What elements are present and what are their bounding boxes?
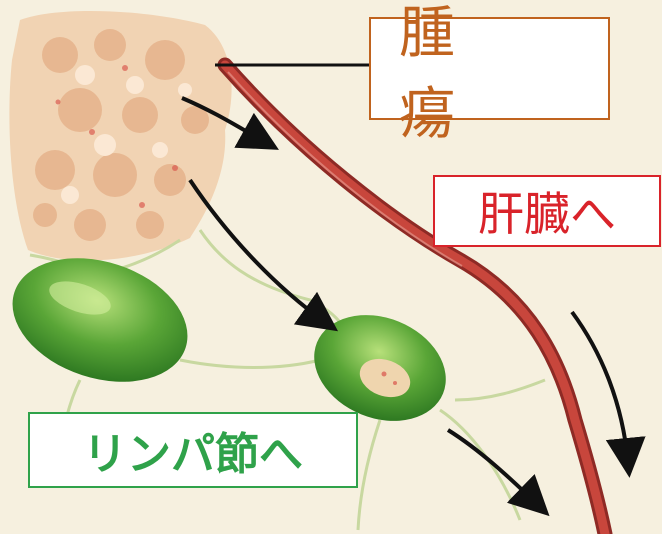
lymph-node-label: リンパ節へ <box>83 429 303 480</box>
liver-label-box: 肝臓へ <box>433 175 661 247</box>
arrow-lymph-node-onward <box>446 428 550 517</box>
lymph-node-label-box: リンパ節へ <box>28 412 358 488</box>
tumor-label-box: 腫 瘍 <box>369 1 610 147</box>
liver-label: 肝臓へ <box>478 187 616 241</box>
lymph-node-right <box>314 315 446 421</box>
arrow-vessel-to-liver <box>570 310 646 478</box>
lymph-node-left <box>12 258 188 382</box>
arrow-tumor-to-vessel <box>181 96 279 150</box>
arrow-tumor-to-lymph-node <box>188 178 339 332</box>
arrows <box>181 96 646 517</box>
blood-vessel <box>217 57 613 534</box>
tumor-label: 腫 瘍 <box>399 0 483 147</box>
tumor-mass <box>9 10 232 261</box>
